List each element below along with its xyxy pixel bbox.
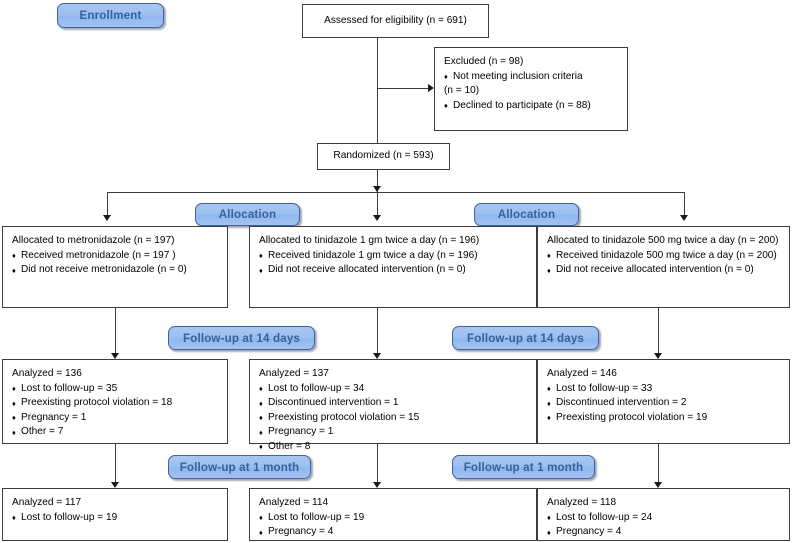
box-followup1month-arm2: Analyzed = 114 Lost to follow-up = 19 Pr… (249, 488, 537, 541)
fu1m-arm2-head: Analyzed = 114 (259, 497, 329, 508)
arrow-arm3-fu14 (654, 353, 662, 359)
fu14-arm1-item-2: Pregnancy = 1 (12, 410, 218, 425)
connector-arm2-to-fu1m (377, 444, 378, 484)
box-followup1month-arm1: Analyzed = 117 Lost to follow-up = 19 (2, 488, 228, 541)
stage-pill-enrollment: Enrollment (57, 3, 164, 28)
fu14-arm2-item-2: Preexisting protocol violation = 15 (259, 410, 527, 425)
stage-pill-allocation-right: Allocation (474, 203, 579, 226)
alloc-arm1-head: Allocated to metronidazole (n = 197) (12, 235, 175, 246)
excluded-item-2: Declined to participate (n = 88) (444, 98, 618, 113)
box-allocation-arm1: Allocated to metronidazole (n = 197) Rec… (2, 226, 228, 308)
stage-pill-enrollment-label: Enrollment (79, 9, 142, 22)
arrow-randomized-split (373, 186, 381, 192)
fu14-arm2-item-0: Lost to follow-up = 34 (259, 381, 527, 396)
stage-pill-allocation-left-label: Allocation (218, 208, 277, 221)
fu14-arm2-item-3: Pregnancy = 1 (259, 425, 527, 440)
alloc-arm3-head: Allocated to tinidazole 500 mg twice a d… (547, 235, 779, 246)
fu1m-arm2-item-0: Lost to follow-up = 19 (259, 510, 527, 525)
stage-pill-allocation-left: Allocation (195, 203, 300, 226)
box-allocation-arm2: Allocated to tinidazole 1 gm twice a day… (249, 226, 537, 308)
box-allocation-arm3: Allocated to tinidazole 500 mg twice a d… (537, 226, 790, 308)
connector-split-bar (107, 192, 685, 193)
stage-pill-followup14-right-label: Follow-up at 14 days (466, 331, 585, 345)
box-followup14-arm3: Analyzed = 146 Lost to follow-up = 33 Di… (537, 359, 790, 444)
fu1m-arm3-item-0: Lost to follow-up = 24 (547, 510, 780, 525)
arrow-arm1-fu1m (111, 482, 119, 488)
alloc-arm3-item-0: Received tinidazole 500 mg twice a day (… (547, 248, 780, 263)
stage-pill-followup1month-left: Follow-up at 1 month (168, 455, 311, 479)
connector-to-excluded (377, 88, 431, 89)
fu14-arm3-item-2: Preexisting protocol violation = 19 (547, 410, 780, 425)
stage-pill-followup1month-left-label: Follow-up at 1 month (179, 460, 300, 474)
alloc-arm2-item-0: Received tinidazole 1 gm twice a day (n … (259, 248, 527, 263)
fu1m-arm3-head: Analyzed = 118 (547, 497, 617, 508)
fu14-arm1-item-0: Lost to follow-up = 35 (12, 381, 218, 396)
stage-pill-followup14-right: Follow-up at 14 days (452, 326, 599, 350)
alloc-arm1-item-1: Did not receive metronidazole (n = 0) (12, 263, 218, 278)
connector-arm2-to-fu14 (377, 308, 378, 355)
fu14-arm1-head: Analyzed = 136 (12, 368, 82, 379)
arrow-alloc-right (680, 215, 688, 221)
box-followup14-arm1: Analyzed = 136 Lost to follow-up = 35 Pr… (2, 359, 228, 444)
fu1m-arm3-item-1: Pregnancy = 4 (547, 525, 780, 540)
fu14-arm2-item-4: Other = 8 (259, 439, 527, 454)
box-excluded: Excluded (n = 98) Not meeting inclusion … (434, 47, 628, 131)
arrow-arm2-fu14 (373, 353, 381, 359)
connector-arm1-to-fu1m (115, 444, 116, 484)
connector-split-left (107, 192, 108, 217)
fu14-arm1-item-3: Other = 7 (12, 425, 218, 440)
arrow-to-excluded (428, 84, 434, 92)
connector-split-center (377, 192, 378, 217)
fu14-arm1-item-1: Preexisting protocol violation = 18 (12, 396, 218, 411)
alloc-arm3-item-1: Did not receive allocated intervention (… (547, 263, 780, 278)
fu14-arm3-item-0: Lost to follow-up = 33 (547, 381, 780, 396)
excluded-head: Excluded (n = 98) (444, 56, 524, 67)
connector-arm3-to-fu14 (658, 308, 659, 355)
connector-arm3-to-fu1m (658, 444, 659, 484)
arrow-alloc-center (373, 215, 381, 221)
alloc-arm2-item-1: Did not receive allocated intervention (… (259, 263, 527, 278)
stage-pill-followup1month-right-label: Follow-up at 1 month (463, 460, 584, 474)
box-followup1month-arm3: Analyzed = 118 Lost to follow-up = 24 Pr… (537, 488, 790, 541)
arrow-arm1-fu14 (111, 353, 119, 359)
stage-pill-followup1month-right: Follow-up at 1 month (452, 455, 595, 479)
connector-split-right (684, 192, 685, 217)
alloc-arm1-item-0: Received metronidazole (n = 197 ) (12, 248, 218, 263)
assessed-label: Assessed for eligibility (n = 691) (324, 14, 467, 26)
connector-randomized-down (377, 170, 378, 192)
fu1m-arm1-head: Analyzed = 117 (12, 497, 82, 508)
box-assessed-for-eligibility: Assessed for eligibility (n = 691) (302, 4, 489, 38)
stage-pill-followup14-left: Follow-up at 14 days (168, 326, 315, 350)
arrow-arm2-fu1m (373, 482, 381, 488)
stage-pill-allocation-right-label: Allocation (497, 208, 556, 221)
fu14-arm2-head: Analyzed = 137 (259, 368, 329, 379)
connector-assessed-trunk (377, 38, 378, 143)
excluded-item-1: (n = 10) (444, 85, 480, 97)
fu1m-arm1-item-0: Lost to follow-up = 19 (12, 510, 218, 525)
alloc-arm2-head: Allocated to tinidazole 1 gm twice a day… (259, 235, 480, 246)
connector-arm1-to-fu14 (115, 308, 116, 355)
randomized-label: Randomized (n = 593) (333, 150, 434, 162)
fu14-arm2-item-1: Discontinued intervention = 1 (259, 396, 527, 411)
box-followup14-arm2: Analyzed = 137 Lost to follow-up = 34 Di… (249, 359, 537, 455)
arrow-arm3-fu1m (654, 482, 662, 488)
fu14-arm3-head: Analyzed = 146 (547, 368, 617, 379)
fu1m-arm2-item-1: Pregnancy = 4 (259, 525, 527, 540)
stage-pill-followup14-left-label: Follow-up at 14 days (182, 331, 301, 345)
fu14-arm3-item-1: Discontinued intervention = 2 (547, 396, 780, 411)
arrow-alloc-left (103, 215, 111, 221)
box-randomized: Randomized (n = 593) (317, 143, 450, 170)
excluded-item-0: Not meeting inclusion criteria (444, 69, 618, 84)
